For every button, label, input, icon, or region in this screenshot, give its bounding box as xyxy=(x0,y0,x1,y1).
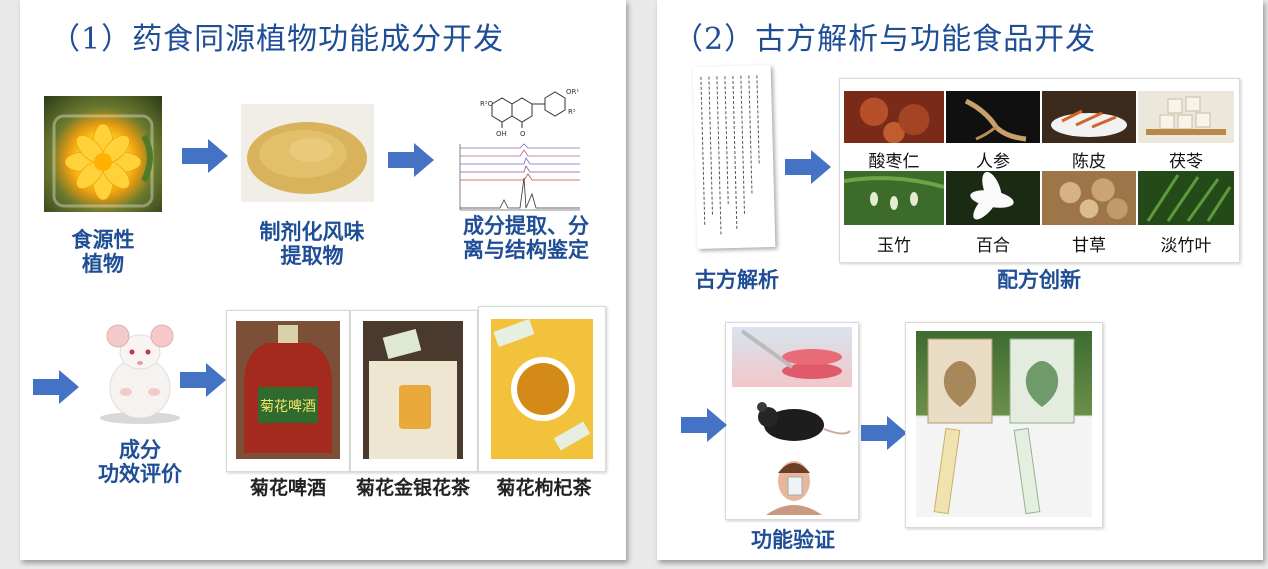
right-panel: （2）古方解析与功能食品开发 古方解析 酸枣仁 人参 陈 xyxy=(657,0,1263,560)
right-panel-title: （2）古方解析与功能食品开发 xyxy=(673,22,1097,57)
svg-text:菊花啤酒: 菊花啤酒 xyxy=(260,399,316,415)
lily-flower-illustration xyxy=(970,171,1014,220)
product-beer-label: 菊花啤酒 xyxy=(249,477,326,499)
arrow-right-icon xyxy=(681,408,727,442)
chromatogram-structure-figure: R²O OR¹ R² OH O xyxy=(459,88,580,211)
ancient-text-page xyxy=(692,65,776,249)
plant-label: 食源性 植物 xyxy=(71,228,135,277)
analysis-label: 古方解析 xyxy=(695,268,779,292)
arrow-right-icon xyxy=(388,143,434,177)
text-columns-illustration xyxy=(700,75,760,237)
fuling-photo xyxy=(1138,91,1234,143)
chenpi-photo xyxy=(1042,91,1136,143)
efficacy-label: 成分 功效评价 xyxy=(98,438,182,487)
structure-label: OH xyxy=(496,130,507,138)
structure-label: R² xyxy=(568,108,576,116)
arrow-right-icon xyxy=(182,139,228,173)
structure-label: R²O xyxy=(480,100,494,108)
arrow-right-icon xyxy=(180,363,226,397)
product-gouqi-label: 菊花枸杞茶 xyxy=(496,477,592,499)
bamboo-leaf-illustration xyxy=(1146,174,1232,222)
flower-illustration xyxy=(52,114,154,208)
orange-peel-illustration xyxy=(1051,109,1127,137)
poria-cubes-illustration xyxy=(1146,96,1226,135)
gouqi-tea-photo xyxy=(491,319,593,459)
bottle-illustration: 菊花啤酒 xyxy=(236,321,340,459)
ingredient-label: 酸枣仁 xyxy=(868,152,920,172)
validation-label: 功能验证 xyxy=(751,528,835,552)
extract-label: 制剂化风味 提取物 xyxy=(259,220,365,269)
product-card-gouqi-tea xyxy=(478,306,606,472)
suanzaoren-photo xyxy=(844,91,944,143)
yuzhu-photo xyxy=(844,171,944,225)
arrow-right-icon xyxy=(33,370,79,404)
separation-label: 成分提取、分 离与结构鉴定 xyxy=(463,214,589,263)
yuzhu-plant-illustration xyxy=(844,176,944,210)
product-card-jinyin-tea xyxy=(350,310,478,472)
white-mouse-illustration xyxy=(100,324,180,424)
ginseng-illustration xyxy=(964,98,1027,142)
danzhuye-photo xyxy=(1138,171,1234,225)
ingredient-label: 茯苓 xyxy=(1169,152,1203,172)
product-card-beer: 菊花啤酒 xyxy=(226,310,350,472)
left-panel: （1）药食同源植物功能成分开发 xyxy=(20,0,626,560)
renshen-photo xyxy=(946,91,1040,143)
cell-culture-photo xyxy=(732,327,852,387)
ingredient-label: 玉竹 xyxy=(877,236,911,256)
ingredient-label: 淡竹叶 xyxy=(1160,236,1212,256)
product-jinyin-label: 菊花金银花茶 xyxy=(355,477,470,499)
human-trial-photo xyxy=(732,455,852,515)
powder-illustration xyxy=(247,122,367,194)
ingredient-label: 甘草 xyxy=(1072,236,1106,256)
ingredient-label: 百合 xyxy=(976,236,1010,256)
arrow-right-icon xyxy=(861,416,907,450)
black-mouse-photo xyxy=(732,393,852,451)
tea-box-illustration xyxy=(363,321,463,459)
gancao-photo xyxy=(1042,171,1136,225)
product-package-photo xyxy=(916,331,1092,517)
extract-powder-photo xyxy=(241,104,374,202)
pipette-illustration xyxy=(740,329,842,379)
validation-images xyxy=(725,322,859,520)
ingredient-label: 陈皮 xyxy=(1072,152,1106,172)
arrow-right-icon xyxy=(785,150,831,184)
ingredient-label: 人参 xyxy=(976,152,1010,172)
structure-label: O xyxy=(520,130,526,138)
plant-photo xyxy=(44,96,162,212)
product-box-illustration xyxy=(927,338,1075,515)
beer-bottle-photo: 菊花啤酒 xyxy=(236,321,340,459)
innovation-label: 配方创新 xyxy=(997,268,1081,292)
person-drinking-illustration xyxy=(766,461,822,515)
left-panel-title: （1）药食同源植物功能成分开发 xyxy=(50,22,505,57)
tea-cup-illustration xyxy=(491,319,593,459)
structure-label: OR¹ xyxy=(566,88,579,96)
ingredient-grid: 酸枣仁 人参 陈皮 茯苓 玉竹 百合 甘草 淡竹叶 xyxy=(839,78,1240,263)
baihe-photo xyxy=(946,171,1040,225)
jinyin-tea-photo xyxy=(363,321,463,459)
black-mouse-illustration xyxy=(757,402,851,441)
functional-food-product xyxy=(905,322,1103,528)
